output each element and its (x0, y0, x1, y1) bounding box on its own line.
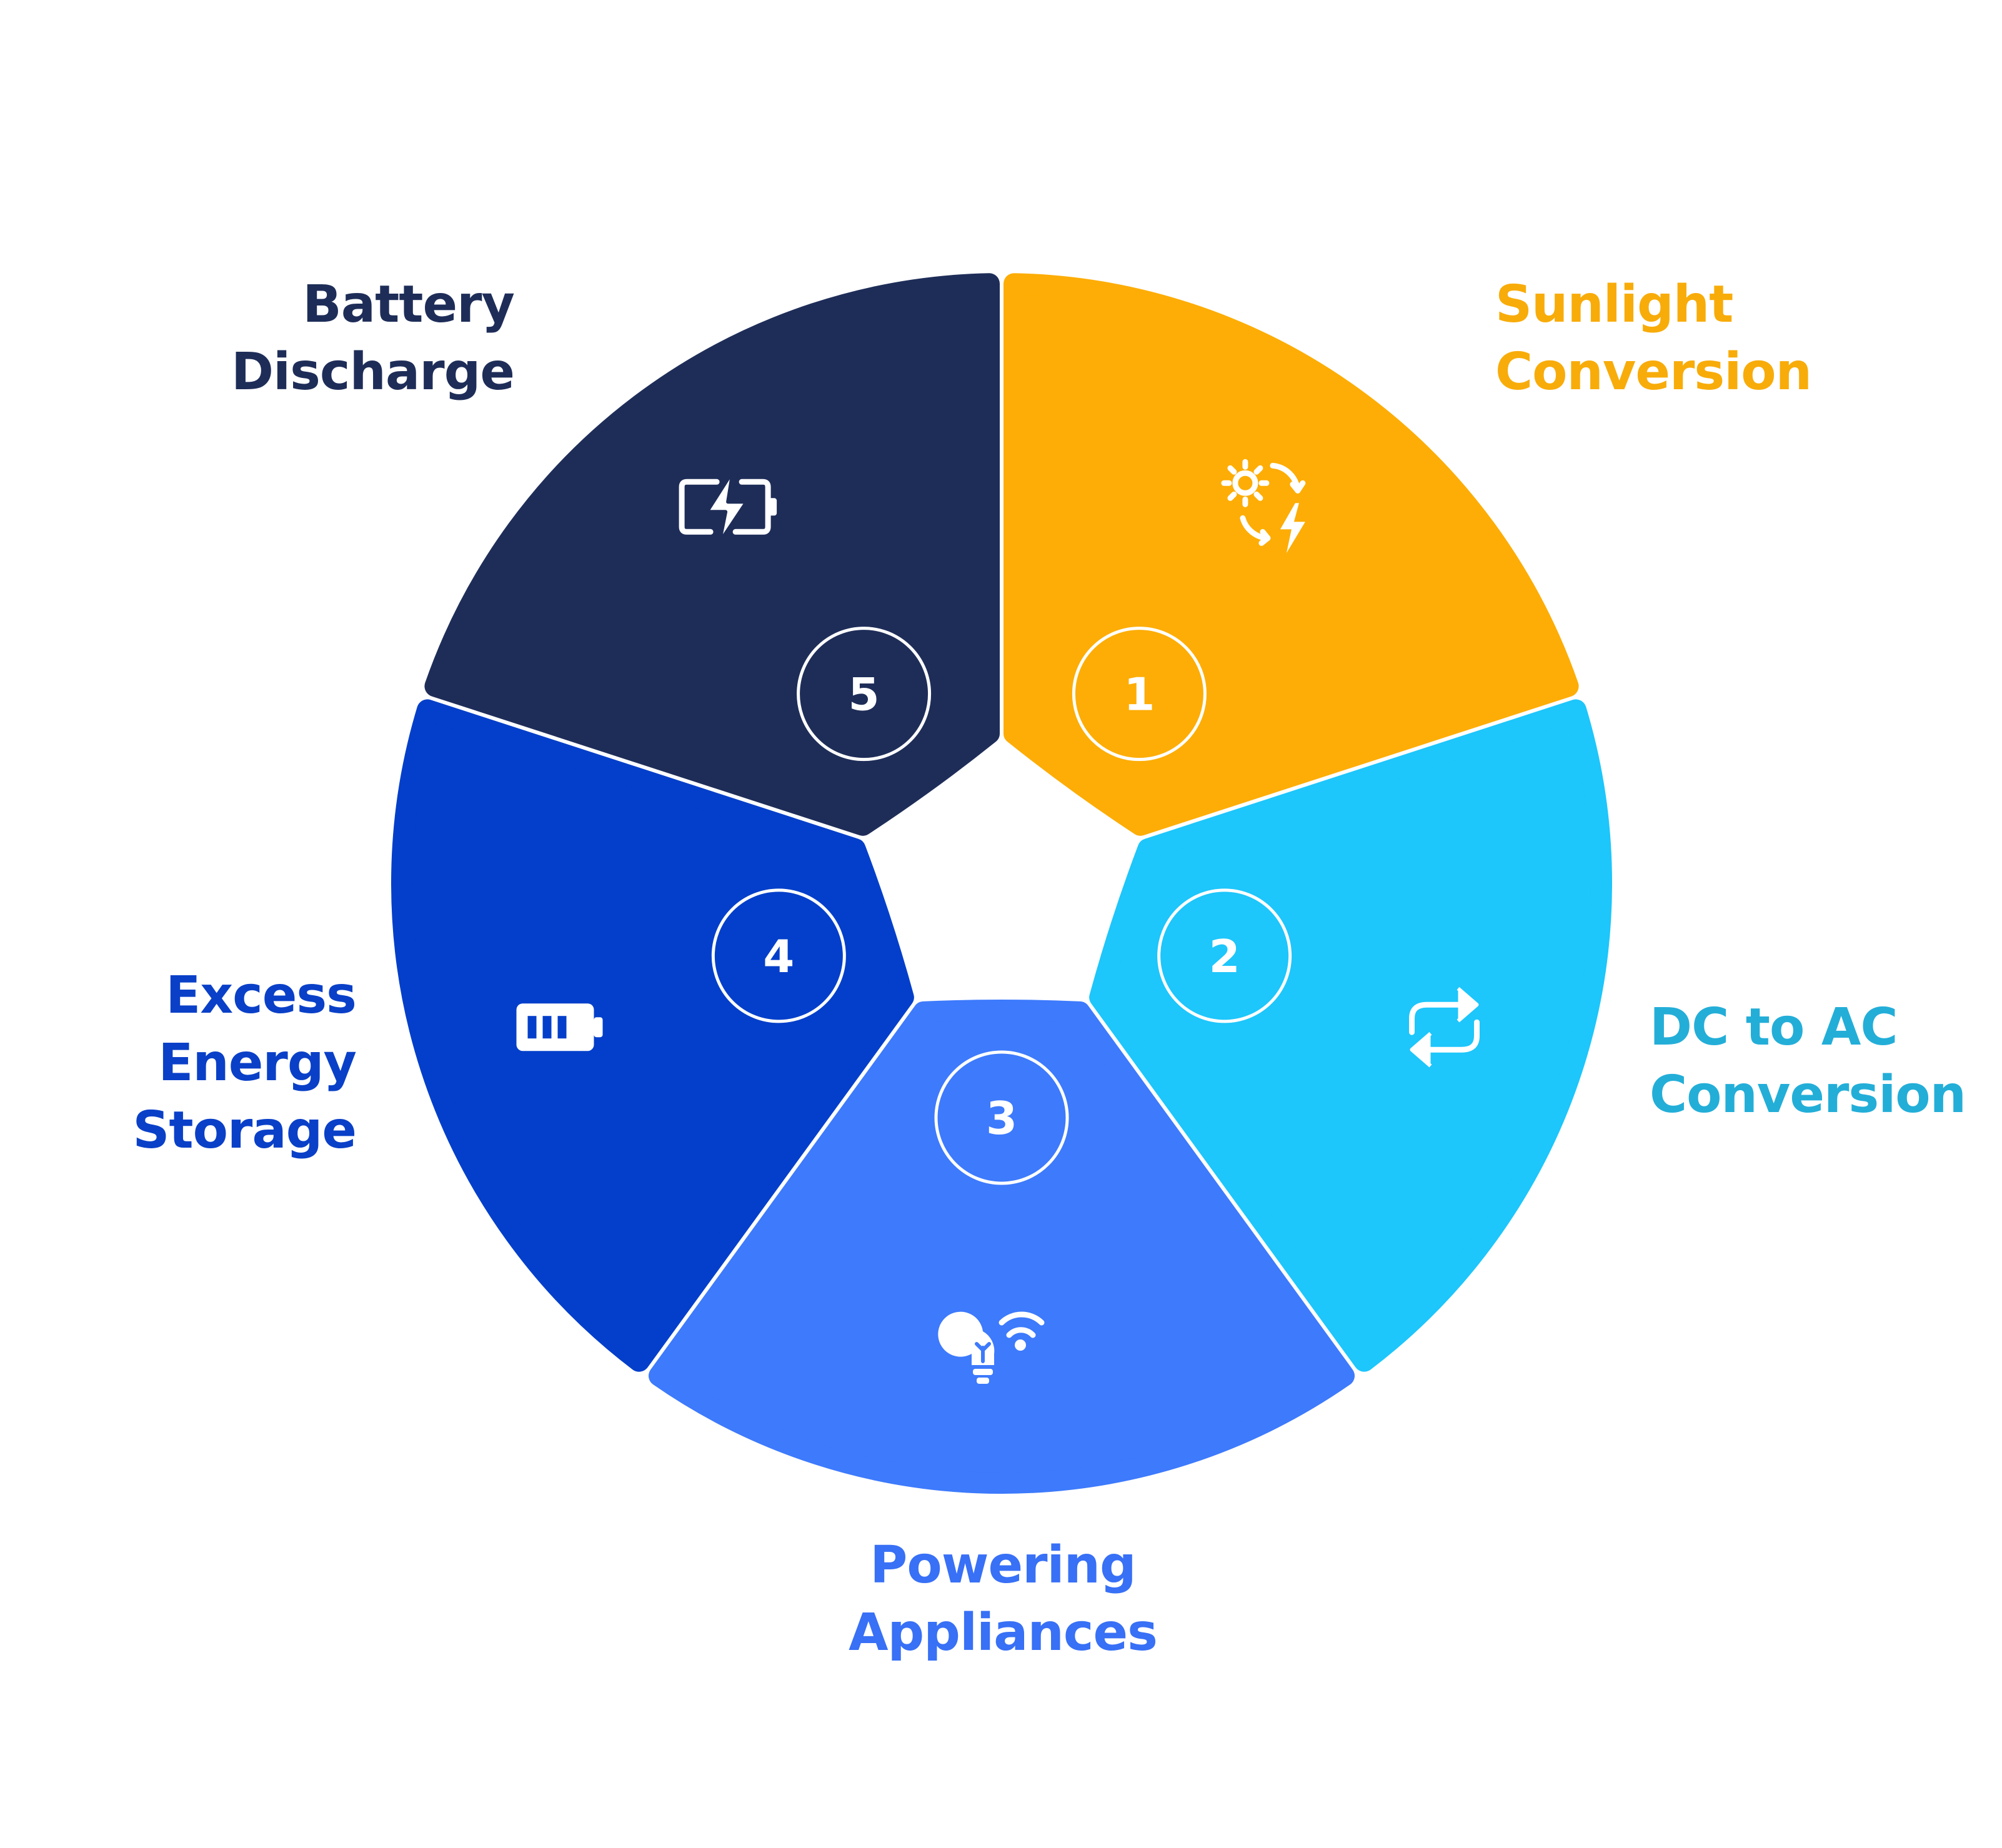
stage-3-segment (649, 999, 1355, 1494)
stage-1-label-line-1: Sunlight (1495, 275, 1733, 334)
stage-2-number: 2 (1209, 930, 1240, 983)
stage-4-number: 4 (763, 930, 794, 983)
stage-5-badge: 5 (797, 627, 932, 762)
sun-cycle-bolt-icon (1221, 459, 1306, 554)
stage-4-segment (391, 699, 914, 1372)
stage-3-label-line-1: Powering (870, 1536, 1136, 1595)
stage-1-badge-circle (1072, 627, 1207, 762)
stage-2-segment (1089, 699, 1612, 1372)
stage-3-badge: 3 (934, 1050, 1069, 1185)
repeat-arrows-icon (1409, 986, 1480, 1068)
stage-3-label-line-2: Appliances (849, 1603, 1158, 1662)
stage-3-number: 3 (986, 1092, 1017, 1145)
stage-4-label-line-3: Storage (132, 1101, 357, 1160)
stage-5-badge-circle (797, 627, 932, 762)
stage-4-label-line-2: Energy (158, 1033, 357, 1093)
stage-2-label-line-1: DC to AC (1650, 998, 1898, 1057)
stage-5-label-line-1: Battery (302, 275, 515, 334)
stage-4-label: Excess Energy Storage (132, 962, 357, 1165)
battery-charging-icon (679, 469, 777, 545)
stage-2-badge-circle (1157, 888, 1292, 1023)
stage-4-badge: 4 (711, 888, 846, 1023)
battery-level-icon (516, 1003, 603, 1051)
stage-5-label: Battery Discharge (231, 271, 515, 406)
stage-2-label-line-2: Conversion (1650, 1065, 1966, 1125)
stage-2-badge: 2 (1157, 888, 1292, 1023)
stage-5-number: 5 (849, 668, 880, 721)
stage-3-label: Powering Appliances (812, 1532, 1193, 1667)
stage-3-badge-circle (934, 1050, 1069, 1185)
stage-1-label: Sunlight Conversion (1495, 271, 1812, 406)
stage-5-label-line-2: Discharge (231, 342, 515, 402)
stage-4-label-line-1: Excess (166, 966, 357, 1025)
stage-1-number: 1 (1123, 668, 1155, 721)
stage-1-badge: 1 (1072, 627, 1207, 762)
smart-bulb-icon (938, 1311, 1045, 1384)
stage-4-badge-circle (711, 888, 846, 1023)
stage-1-label-line-2: Conversion (1495, 342, 1812, 402)
stage-2-label: DC to AC Conversion (1650, 994, 1966, 1129)
